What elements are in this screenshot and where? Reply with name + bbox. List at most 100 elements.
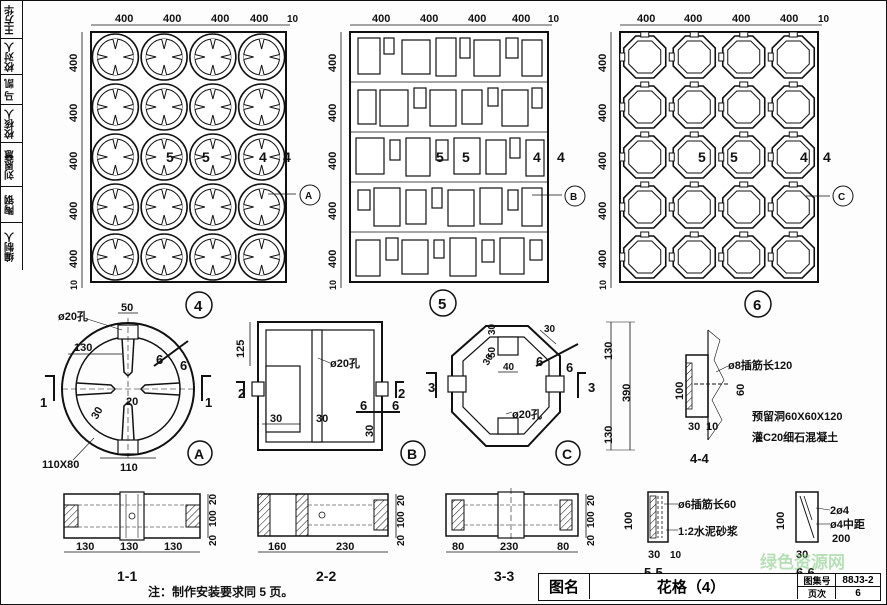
- dim: 10: [69, 280, 79, 290]
- lattice-circle: [189, 133, 237, 181]
- dim: 80: [557, 541, 569, 553]
- octagon-lattice: [619, 31, 816, 279]
- section-mark: 5: [698, 149, 706, 165]
- dim: 400: [68, 202, 80, 220]
- callout-circle: [564, 185, 586, 207]
- dim: 130: [76, 541, 94, 553]
- note: 灌C20细石混凝土: [752, 430, 838, 444]
- page-key: 页次: [797, 586, 836, 599]
- section-mark: 4: [557, 149, 565, 165]
- dim: 400: [327, 54, 339, 72]
- panel-5: 400 400 400 400 10 400 400 400 400 400 1…: [327, 13, 586, 317]
- watermark: 绿色资源网: [760, 553, 845, 572]
- lattice-circle: [140, 183, 188, 231]
- section-title: 2-2: [316, 568, 336, 584]
- dim: 10: [670, 550, 682, 561]
- dim: 130: [74, 342, 92, 354]
- lattice-octagon: [619, 181, 667, 229]
- panel-5-top-dims: 400 400 400 400 10: [350, 13, 560, 26]
- rectangle-lattice: [350, 37, 548, 277]
- detail-label: A: [194, 446, 204, 462]
- lattice-circle: [237, 83, 286, 131]
- dim: 20: [126, 396, 138, 408]
- lattice-octagon: [668, 181, 717, 229]
- cut-label: 6: [156, 352, 163, 367]
- lattice-rect: [357, 89, 377, 125]
- section-title: 1-1: [117, 568, 137, 584]
- lattice-rect: [405, 137, 431, 177]
- signature-strip: 王方华 校对人 马 凯 校核人 刘恩慧 陶钢 编制人: [0, 0, 23, 271]
- hole-label: ø20孔: [330, 357, 360, 370]
- lattice-circle: [189, 183, 237, 231]
- lattice-octagon: [718, 81, 766, 129]
- lattice-rect: [379, 89, 409, 127]
- panel-6-left-dims: 400 400 400 400 400 10: [597, 32, 612, 290]
- lattice-circle: [91, 183, 140, 231]
- lattice-rect: [521, 39, 543, 77]
- title-block: 图名 花格（4） 图集号 88J3-2 页次 6: [538, 573, 881, 601]
- dim: 30: [487, 323, 498, 335]
- dim: 400: [684, 13, 702, 25]
- dim: 30: [316, 413, 328, 425]
- panel-number-circle: [429, 289, 457, 317]
- dim: 400: [597, 54, 609, 72]
- cut-label: 6: [536, 354, 543, 369]
- dim: 400: [372, 13, 390, 25]
- lattice-rect: [429, 89, 457, 127]
- cut-label: 3: [588, 380, 595, 395]
- lattice-circle: [140, 133, 188, 181]
- cut-label: 6: [180, 358, 187, 373]
- detail-label: C: [562, 446, 572, 462]
- section-3-3: 80 230 80 20 100 20 3-3: [445, 488, 597, 584]
- dim: 10: [818, 14, 830, 25]
- lattice-circle: [237, 233, 286, 281]
- lattice-octagon: [718, 31, 766, 79]
- panel-number: 5: [438, 296, 446, 313]
- dim: 400: [327, 104, 339, 122]
- dim: 130: [120, 541, 138, 553]
- lattice-circle: [91, 233, 140, 281]
- dim: 100: [396, 511, 407, 528]
- panel-4-top-dims: 400 400 400 400 10: [91, 13, 299, 26]
- dim: 400: [327, 152, 339, 170]
- dim: 100: [586, 511, 597, 528]
- detail-b: 2 2 6 6 ø20孔 125 30 30 30 B: [235, 321, 426, 466]
- dim: 400: [250, 13, 268, 25]
- note: 预留洞60X60X120: [752, 409, 843, 423]
- panel-number: 6: [753, 297, 761, 314]
- dim: 390: [621, 384, 633, 402]
- dim: 400: [68, 104, 80, 122]
- lattice-rect: [435, 37, 457, 77]
- lattice-octagon: [619, 81, 667, 129]
- panel-number: 4: [194, 298, 203, 315]
- section-mark: 4: [823, 149, 831, 165]
- section-mark: 5: [730, 149, 738, 165]
- lattice-rect: [357, 37, 381, 75]
- dim: 400: [780, 13, 798, 25]
- dim: 20: [396, 534, 407, 546]
- dim: 20: [208, 534, 219, 546]
- lattice-octagon: [767, 81, 816, 129]
- section-5-5: 100 30 10 ø6插筋长60 1:2水泥砂浆 5-5: [623, 491, 739, 580]
- section-title: 3-3: [494, 568, 514, 584]
- lattice-circle: [91, 83, 140, 131]
- note: 2ø4: [830, 505, 850, 517]
- lattice-rect: [431, 187, 443, 209]
- cut-label: 1: [40, 395, 47, 410]
- dim: 160: [268, 541, 286, 553]
- detail-a: 1 1 6 6 ø20孔 50 130 30 20 110X80 110 A: [40, 302, 213, 474]
- lattice-rect: [505, 37, 519, 59]
- lattice-octagon: [767, 31, 816, 79]
- lattice-rect: [521, 187, 543, 227]
- dim: 400: [597, 104, 609, 122]
- panel-number-circle: [185, 291, 213, 319]
- dim: 30: [648, 549, 660, 561]
- dim: 30: [270, 413, 282, 425]
- lattice-rect: [401, 239, 429, 275]
- dim: 30: [688, 421, 700, 433]
- lattice-octagon: [668, 31, 717, 79]
- dim: 30: [364, 425, 376, 437]
- lattice-rect: [453, 137, 481, 175]
- lattice-circle: [140, 33, 188, 81]
